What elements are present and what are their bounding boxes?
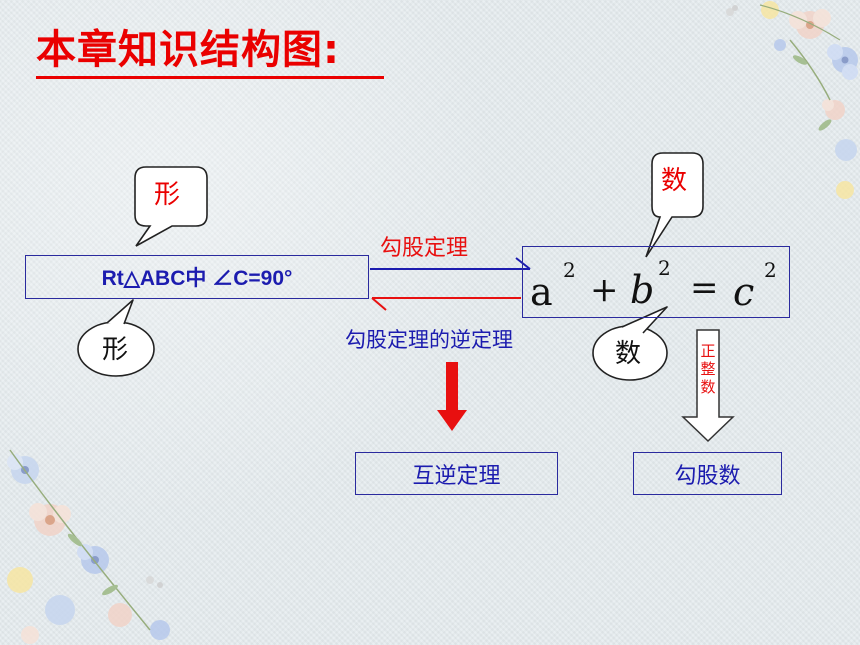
title-underline — [36, 76, 384, 79]
equation-box — [522, 246, 790, 318]
eq-a: a — [530, 270, 553, 314]
inverse-theorem-label: 互逆定理 — [412, 463, 501, 489]
eq-equals: = — [690, 268, 719, 308]
bubble-label-top-left: 形 — [154, 180, 181, 210]
eq-b-exponent: 2 — [658, 256, 671, 280]
eq-a-exponent: 2 — [563, 258, 576, 282]
positive-integer-char-3: 数 — [700, 378, 716, 396]
eq-c: c — [733, 270, 755, 314]
down-arrow-inverse — [437, 362, 467, 431]
positive-integer-char-1: 正 — [700, 342, 716, 360]
flower-decoration-top-right — [726, 1, 858, 199]
forward-arrow-label: 勾股定理 — [380, 236, 469, 261]
reverse-arrow-label: 勾股定理的逆定理 — [345, 328, 513, 352]
bubble-label-bottom-left: 形 — [102, 335, 129, 365]
down-arrow-numbers — [681, 329, 735, 443]
right-triangle-condition: Rt△ABC中 ∠C=90° — [101, 267, 293, 290]
eq-plus: + — [590, 270, 619, 310]
eq-c-exponent: 2 — [764, 258, 777, 282]
speech-bubble-top-left — [134, 166, 208, 247]
pythagorean-numbers-label: 勾股数 — [674, 463, 741, 489]
speech-bubble-top-right — [645, 152, 704, 258]
speech-bubble-bottom-right — [592, 306, 668, 381]
bubble-label-top-right: 数 — [661, 166, 688, 196]
forward-arrow — [370, 257, 531, 270]
inverse-theorem-box: 互逆定理 — [355, 452, 558, 495]
pythagorean-numbers-box: 勾股数 — [633, 452, 782, 495]
flower-decoration-bottom-left — [7, 449, 170, 644]
positive-integer-char-2: 整 — [700, 360, 716, 378]
speech-bubble-bottom-left — [77, 299, 155, 377]
reverse-arrow — [371, 297, 521, 311]
slide-title: 本章知识结构图: — [36, 27, 340, 73]
positive-integer-label: 正 整 数 — [699, 342, 717, 396]
right-triangle-box: Rt△ABC中 ∠C=90° — [25, 255, 369, 299]
bubble-label-bottom-right: 数 — [615, 339, 642, 369]
eq-b: b — [630, 268, 655, 312]
